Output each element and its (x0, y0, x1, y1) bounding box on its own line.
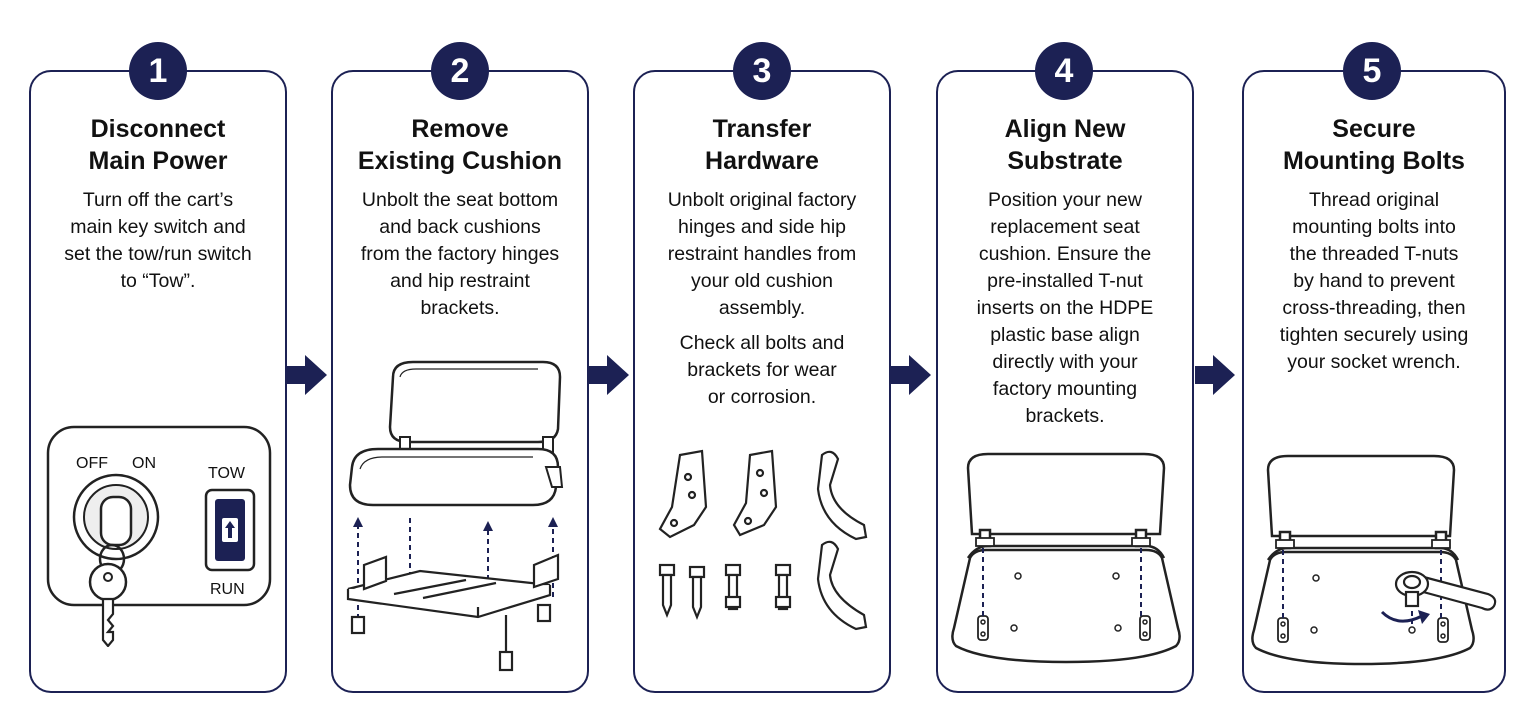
desc-line: assembly. (718, 297, 806, 319)
step-2-title-line: Existing Cushion (357, 147, 563, 175)
desc-line: Position your new (988, 189, 1142, 211)
desc-line: pre-installed T-nut (987, 270, 1143, 292)
rotation-arrow-icon (1380, 610, 1430, 624)
step-5-badge: 5 (1343, 42, 1401, 100)
desc-line: cross-threading, then (1282, 297, 1466, 319)
step-5-title-line: Mounting Bolts (1283, 147, 1465, 175)
desc-line: inserts on the HDPE (976, 297, 1154, 319)
key-switch-illustration: OFF ON TOW RUN (46, 425, 272, 647)
desc-line: or corrosion. (707, 386, 817, 408)
desc-line: brackets. (420, 297, 500, 319)
run-label: RUN (210, 581, 245, 598)
step-3-title-line: Hardware (705, 147, 819, 175)
desc-line: to “Tow”. (120, 270, 196, 292)
hinge-icon (658, 449, 708, 539)
next-arrow-icon (1195, 355, 1235, 395)
desc-line: cushion. Ensure the (978, 243, 1152, 265)
desc-line: and back cushions (379, 216, 541, 238)
bolt-icon (658, 563, 676, 618)
seat-bottom-icon (348, 447, 560, 507)
hip-restraint-handle-icon (816, 540, 868, 631)
desc-line: the threaded T-nuts (1289, 243, 1459, 265)
hip-restraint-handle-icon (816, 450, 868, 541)
next-arrow-icon (589, 355, 629, 395)
on-label: ON (132, 455, 156, 472)
step-1-title-line: Disconnect (90, 115, 226, 143)
tow-run-switch-icon (204, 488, 256, 572)
step-5-title: Secure Mounting Bolts (1244, 113, 1504, 177)
seat-removal-illustration (346, 360, 564, 672)
desc-line: hinges and side hip (677, 216, 847, 238)
step-2-description: Unbolt the seat bottom and back cushions… (343, 187, 577, 322)
step-3-title-line: Transfer (712, 115, 812, 143)
step-3-badge: 3 (733, 42, 791, 100)
step-1-title: Disconnect Main Power (31, 113, 285, 177)
step-3-card: Transfer Hardware Unbolt original factor… (633, 70, 891, 693)
desc-line: Unbolt original factory (667, 189, 857, 211)
tow-label: TOW (208, 465, 246, 482)
ignition-key-icon (72, 473, 160, 647)
step-5-description: Thread original mounting bolts into the … (1254, 187, 1494, 376)
desc-line: directly with your (992, 351, 1138, 373)
desc-line: set the tow/run switch (64, 243, 252, 265)
desc-line: main key switch and (70, 216, 246, 238)
seat-frame-icon (346, 553, 560, 672)
next-arrow-icon (891, 355, 931, 395)
step-4-title: Align New Substrate (938, 113, 1192, 177)
step-5-title-line: Secure (1332, 115, 1416, 143)
bolt-icon (688, 565, 706, 620)
step-2-title: Remove Existing Cushion (333, 113, 587, 177)
desc-line: brackets for wear (687, 359, 837, 381)
hinge-icon (732, 449, 778, 537)
step-4-card: Align New Substrate Position your new re… (936, 70, 1194, 693)
desc-line: by hand to prevent (1293, 270, 1455, 292)
desc-line: restraint handles from (667, 243, 857, 265)
seat-back-icon (1266, 454, 1456, 538)
desc-line: Check all bolts and (679, 332, 845, 354)
socket-wrench-icon (1394, 570, 1497, 611)
step-3-description: Unbolt original factory hinges and side … (645, 187, 879, 322)
step-2-card: Remove Existing Cushion Unbolt the seat … (331, 70, 589, 693)
desc-line: mounting bolts into (1292, 216, 1456, 238)
desc-line: brackets. (1025, 405, 1105, 427)
desc-line: Thread original (1308, 189, 1440, 211)
hardware-illustration (658, 449, 868, 631)
step-3-note: Check all bolts and brackets for wear or… (645, 330, 879, 411)
step-4-title-line: Substrate (1007, 147, 1123, 175)
seat-back-icon (966, 452, 1166, 536)
desc-line: Turn off the cart’s (82, 189, 234, 211)
step-1-card: Disconnect Main Power Turn off the cart’… (29, 70, 287, 693)
step-4-title-line: Align New (1004, 115, 1126, 143)
desc-line: and hip restraint (390, 270, 530, 292)
next-arrow-icon (287, 355, 327, 395)
desc-line: Unbolt the seat bottom (361, 189, 559, 211)
desc-line: factory mounting (992, 378, 1138, 400)
desc-line: tighten securely using (1279, 324, 1469, 346)
seat-back-icon (388, 360, 562, 444)
step-4-badge: 4 (1035, 42, 1093, 100)
bolt-icon (774, 563, 792, 611)
seat-alignment-illustration (951, 452, 1181, 664)
step-1-badge: 1 (129, 42, 187, 100)
step-4-description: Position your new replacement seat cushi… (948, 187, 1182, 430)
bolt-tightening-illustration (1251, 454, 1497, 666)
step-3-title: Transfer Hardware (635, 113, 889, 177)
off-label: OFF (76, 455, 108, 472)
desc-line: your socket wrench. (1287, 351, 1461, 373)
step-2-title-line: Remove (411, 115, 509, 143)
step-5-card: Secure Mounting Bolts Thread original mo… (1242, 70, 1506, 693)
desc-line: replacement seat (990, 216, 1140, 238)
seat-base-icon (951, 548, 1181, 664)
step-1-description: Turn off the cart’s main key switch and … (41, 187, 275, 295)
desc-line: plastic base align (990, 324, 1140, 346)
bolt-icon (724, 563, 742, 611)
step-1-title-line: Main Power (88, 147, 228, 175)
desc-line: from the factory hinges (360, 243, 560, 265)
step-2-badge: 2 (431, 42, 489, 100)
desc-line: your old cushion (690, 270, 833, 292)
